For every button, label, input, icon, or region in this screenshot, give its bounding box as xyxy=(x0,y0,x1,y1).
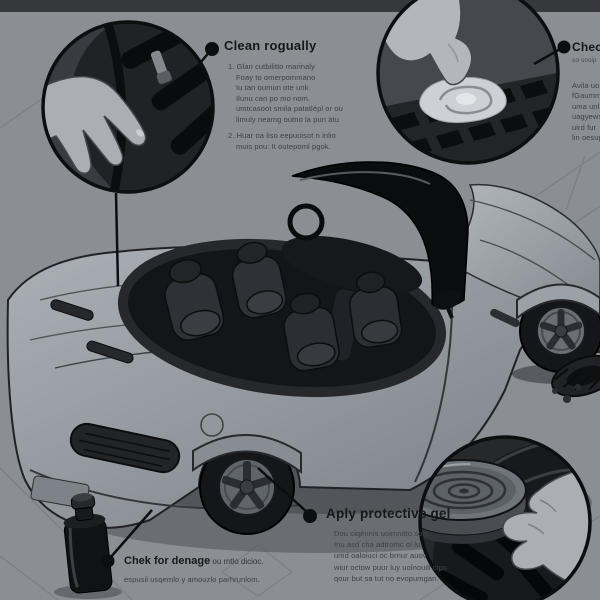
steering-wheel xyxy=(287,203,325,241)
callout-circle-check xyxy=(376,0,571,165)
annotation-line: uagyews xyxy=(572,112,600,121)
taillight xyxy=(69,422,181,474)
rear-vents xyxy=(50,299,134,364)
annotation-line: Iu tan oumun ote unk xyxy=(236,83,309,92)
annotation-line: uird fur xyxy=(572,122,597,132)
gel-droplets xyxy=(552,384,581,403)
annotation-line: 2. Huar oa liso eepuoisot n inlio xyxy=(228,131,336,140)
callout-dot-damage xyxy=(101,554,115,568)
annotation-line: qour but sa tut no evopumgan. xyxy=(334,573,439,583)
callout-dot-gel xyxy=(303,509,317,523)
annotation-line: umd oaloiuci oc brnur auov xyxy=(334,551,427,561)
annotation-gel: Aply protective gel Dou ciqénnis uoimnit… xyxy=(326,506,506,584)
annotation-clean: Clean rogually 1. Glan cutbilitto marina… xyxy=(224,38,384,152)
annotation-line: lin oesup xyxy=(572,133,600,142)
rear-wheel xyxy=(199,439,295,535)
callout-line-gel xyxy=(257,467,309,514)
cabin-interior xyxy=(117,203,447,398)
callout-line-check xyxy=(533,46,563,66)
annotation-line: 1. Glan cutbilitto marinaly xyxy=(228,62,315,71)
annotation-check-heading: Check xyxy=(572,40,600,54)
annotation-gel-heading: Aply protective gel xyxy=(326,506,451,521)
annotation-clean-heading: Clean rogually xyxy=(224,38,317,53)
callout-pointer-clean xyxy=(114,192,120,287)
annotation-check-sub: so sosip xyxy=(572,57,597,64)
hand-pointing-icon xyxy=(378,0,473,86)
annotation-line: Avila uo xyxy=(572,80,600,90)
hand-holding-icon xyxy=(502,467,590,592)
annotation-line: espusil usqemlo y amouzlo parhrunlom. xyxy=(124,575,260,584)
annotation-line: umtcasoot smila patatlépl or ou xyxy=(236,104,343,113)
callout-dot-clean xyxy=(205,42,219,56)
valve-stem-icon xyxy=(150,50,172,85)
seats xyxy=(164,241,403,372)
annotation-line: Inu asd cha adtromc ol lu xyxy=(334,540,421,550)
care-product-bottle xyxy=(54,493,122,599)
annotation-line: limuly neamg outno la pun ätu xyxy=(236,114,339,124)
front-fender-lip xyxy=(516,283,600,321)
annotation-line: Dou ciqénnis uoimnitto sole xyxy=(334,529,429,538)
rear-fender-lip xyxy=(192,434,302,474)
side-mirror xyxy=(433,290,461,319)
annotation-line: Ilunu can po mo nom. xyxy=(236,93,311,103)
annotation-line: uma unl xyxy=(572,101,600,111)
annotation-line: Foay to omerpommano xyxy=(236,72,316,82)
dashboard xyxy=(281,235,423,295)
hand-icon xyxy=(43,75,147,175)
fuel-door xyxy=(200,413,224,437)
annotation-check: Check so sosip Avila uo fGaumm uma unl u… xyxy=(572,40,600,144)
annotation-damage: Chek for denage ou mtlo dicioc. espusil … xyxy=(124,551,324,586)
windshield-highlight xyxy=(299,171,431,185)
loose-tire xyxy=(551,354,600,398)
annotation-line: muis pou: It outepoml pgok. xyxy=(236,141,331,151)
front-wheel xyxy=(519,289,600,373)
fender-vent xyxy=(490,308,520,328)
door-seam xyxy=(414,301,453,483)
callout-line-damage xyxy=(109,509,153,559)
callout-dot-check xyxy=(557,40,571,54)
annotation-damage-heading: Chek for denage xyxy=(124,555,211,567)
annotation-damage-heading-rest: ou mtlo dicioc. xyxy=(210,557,264,566)
annotation-line: fGaumm xyxy=(572,91,600,100)
annotation-line: wiur octow puur luy uolnouill cipo xyxy=(334,562,448,572)
hood-contour-lines xyxy=(469,199,596,291)
